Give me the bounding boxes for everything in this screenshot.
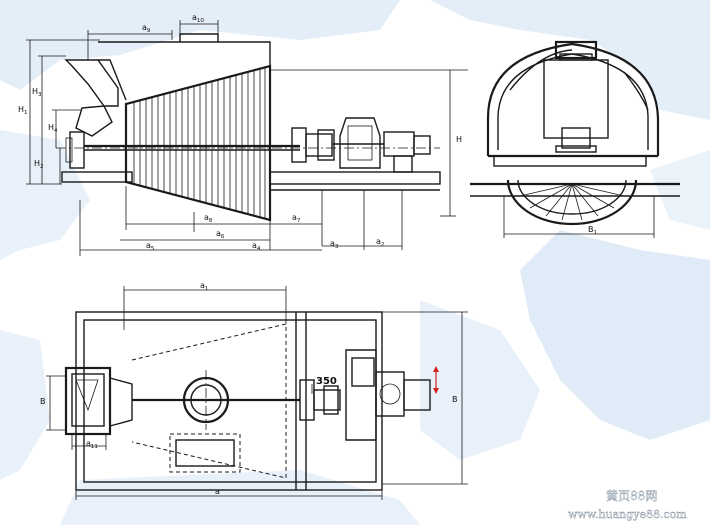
dimension-labels: a9 a10 H1 H3 H4 H2 H a8 a7 a6 a5 a4 a3 a… xyxy=(18,13,597,496)
label-a3: a3 xyxy=(330,239,339,250)
label-H1: H1 xyxy=(18,105,28,116)
label-a5: a5 xyxy=(146,241,155,252)
side-elevation xyxy=(26,20,468,256)
svg-text:www.huangye88.com: www.huangye88.com xyxy=(568,508,687,521)
label-a9: a9 xyxy=(142,23,151,34)
svg-text:黄页88网: 黄页88网 xyxy=(606,489,657,503)
label-H: H xyxy=(456,135,462,144)
label-a11: a11 xyxy=(86,439,98,450)
label-H3: H3 xyxy=(32,87,42,98)
drum-slats xyxy=(133,67,266,219)
label-H4: H4 xyxy=(48,123,58,134)
watermark: 黄页88网 www.huangye88.com xyxy=(568,489,688,521)
wheel-spokes xyxy=(519,183,625,221)
label-a1: a1 xyxy=(200,281,208,292)
label-B1: B1 xyxy=(588,225,597,236)
label-a6: a6 xyxy=(216,229,225,240)
end-elevation xyxy=(470,40,680,238)
label-a: a xyxy=(215,487,220,496)
label-a2: a2 xyxy=(376,237,384,248)
label-a7: a7 xyxy=(292,213,301,224)
label-a10: a10 xyxy=(192,13,204,24)
plan-view xyxy=(46,286,468,500)
label-350: 350 xyxy=(316,376,337,387)
label-B-left: B xyxy=(40,397,46,406)
label-B: B xyxy=(452,395,458,404)
label-a4: a4 xyxy=(252,241,261,252)
label-H2: H2 xyxy=(34,159,44,170)
label-a8: a8 xyxy=(204,213,213,224)
